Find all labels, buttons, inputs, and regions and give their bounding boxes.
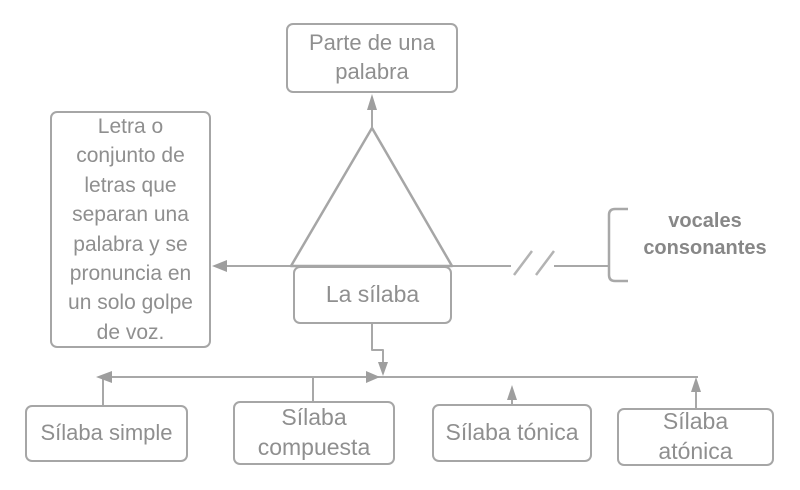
node-la-silaba: La sílaba xyxy=(293,266,452,324)
connector-center-drop xyxy=(371,324,384,363)
arrowhead-up-tonica xyxy=(507,385,517,400)
annotation-line-consonantes: consonantes xyxy=(643,237,767,259)
break-icon xyxy=(513,250,555,276)
node-definition: Letra o conjunto de letras que separan u… xyxy=(50,111,211,348)
annotation-vocales-consonantes: vocales consonantes xyxy=(622,208,788,262)
node-label: Letra o conjunto de letras que separan u… xyxy=(68,114,193,344)
node-silaba-simple: Sílaba simple xyxy=(25,405,188,462)
node-label: Parte de una palabra xyxy=(309,30,435,84)
node-label: Sílaba compuesta xyxy=(257,404,371,460)
bracket-icon xyxy=(607,207,628,283)
arrowhead-left-definition xyxy=(212,260,227,272)
node-silaba-atonica: Sílaba atónica xyxy=(617,408,774,466)
node-label: Sílaba simple xyxy=(40,420,173,446)
node-parte-de-una-palabra: Parte de una palabra xyxy=(286,23,458,93)
annotation-line-vocales: vocales xyxy=(668,210,742,232)
arrowhead-left-rail xyxy=(96,371,112,383)
triangle-icon xyxy=(289,126,454,268)
arrowhead-right-rail xyxy=(366,371,380,383)
node-silaba-tonica: Sílaba tónica xyxy=(432,404,592,462)
arrowhead-up-top xyxy=(367,94,377,110)
node-silaba-compuesta: Sílaba compuesta xyxy=(233,401,395,465)
node-label: Sílaba tónica xyxy=(445,419,579,446)
node-label: La sílaba xyxy=(325,281,420,308)
node-label: Sílaba atónica xyxy=(658,408,733,464)
arrowhead-up-atonica xyxy=(691,377,701,392)
arrowhead-down-rail xyxy=(378,362,388,376)
